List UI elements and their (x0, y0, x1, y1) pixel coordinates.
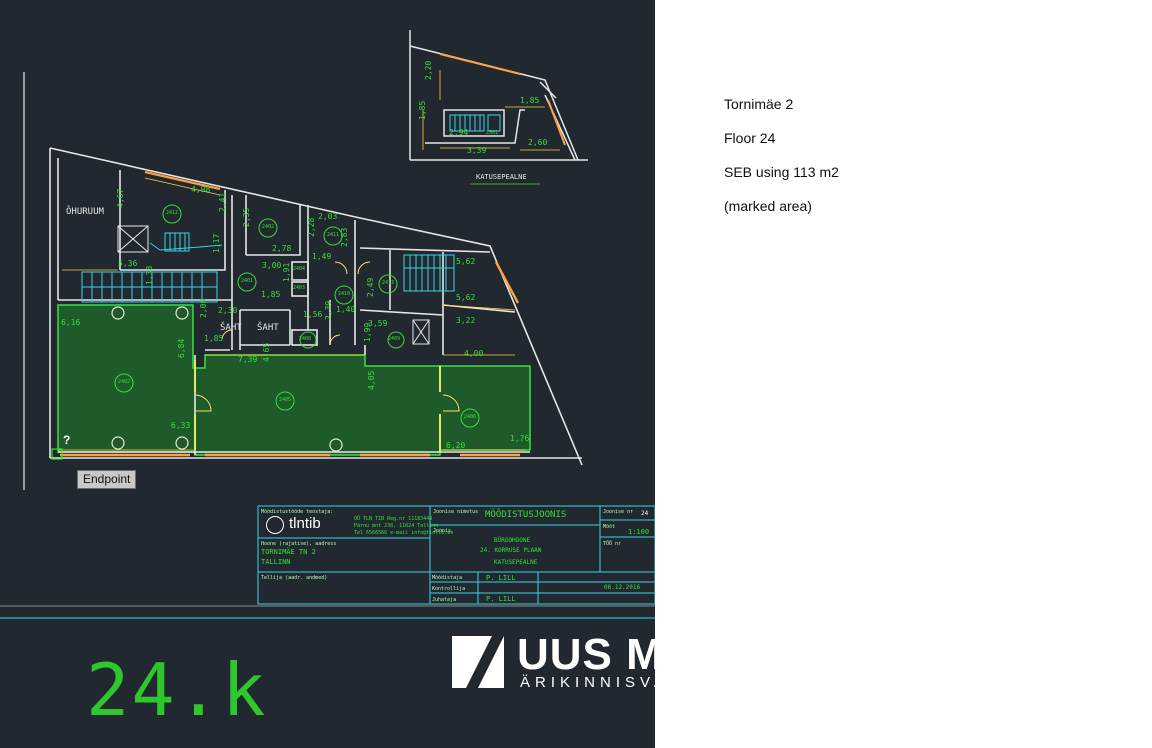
dimension-label: 2,60 (528, 138, 548, 147)
dimension-label: 1,76 (510, 434, 530, 443)
company-logo-icon (266, 516, 284, 534)
dimension-label: 3,59 (368, 319, 388, 328)
room-label: KATUSEPEALNE (476, 173, 527, 181)
dimension-label: 1,49 (312, 252, 332, 261)
company-name: tlntib (289, 515, 321, 532)
date-value: 06.12.2016 (604, 584, 641, 591)
room-number: 2501 (486, 130, 499, 136)
scale-value: 1:100 (628, 528, 650, 536)
dimension-label: 4,00 (464, 349, 484, 358)
roof-dimension-lines (422, 70, 560, 185)
dimension-label: 6,16 (61, 318, 81, 327)
info-panel: Tornimäe 2 Floor 24 SEB using 113 m2 (ma… (724, 94, 839, 230)
dimension-label: 5,36 (118, 259, 138, 268)
dimension-label: 2,03 (318, 212, 338, 221)
dimension-label: 3,00 (262, 261, 282, 270)
dimension-lines (58, 177, 525, 451)
project-label: Joonise nimetus (433, 509, 479, 515)
content-label: Joonis (433, 528, 452, 534)
room-number-markers (114, 204, 480, 428)
windows (60, 170, 520, 457)
dimension-label: 4,98 (191, 185, 211, 194)
dimension-label: 1,56 (303, 310, 323, 319)
columns (111, 306, 343, 452)
title-block (0, 505, 655, 619)
room-number: 2401 (241, 278, 254, 284)
client-label: Tellija (aadr. andmed) (261, 575, 328, 581)
content-line-1: BÜROOHOONE (494, 537, 531, 544)
checked-label: Kontrollija (432, 586, 466, 592)
info-address: Tornimäe 2 (724, 96, 794, 112)
room-number: 2405 (279, 397, 292, 403)
room-number: 2411 (327, 232, 340, 238)
room-label: ŠAHT (257, 323, 279, 333)
dimension-label: 1,40 (336, 305, 356, 314)
info-floor: Floor 24 (724, 130, 776, 146)
stairs (81, 232, 455, 303)
brand-logo-mark (452, 636, 504, 688)
shaft-marks (117, 225, 430, 345)
dimension-label: 5,62 (456, 293, 476, 302)
company-info-1: OÜ TLN TIB Reg.nr 11183449 (354, 516, 433, 522)
object-line-1: TORNIMÄE TN 2 (261, 548, 316, 556)
dimension-label: 2,78 (272, 244, 292, 253)
floor-label: 24.k (86, 648, 268, 732)
doors (194, 261, 460, 412)
room-label: ŠAHT (220, 323, 242, 333)
room-label: ÕHURUUM (66, 207, 104, 217)
approver-name: P. LILL (486, 595, 516, 603)
dimension-label: 5,62 (456, 257, 476, 266)
dimension-label: 1,85 (261, 290, 281, 299)
cad-drawing-viewport: ÕHURUUM ŠAHT ŠAHT KATUSEPEALNE 2412 2402 2411 2… (0, 0, 655, 748)
author-label: Mõõdistustööde teostaja: (261, 509, 334, 515)
drawing-title: MÕÕDISTUSJOONIS (485, 510, 567, 520)
dimension-label: 6,20 (446, 441, 466, 450)
brand-subtitle: ÄRIKINNISVARA (520, 674, 655, 691)
object-label: Hoone (rajatise), aadress (261, 541, 337, 547)
dimension-label: 2,94 (449, 128, 469, 137)
dimension-label: 1,85 (520, 96, 540, 105)
content-line-3: KATUSEPEALNE (494, 559, 538, 566)
room-number: 2403 (293, 285, 306, 291)
dimension-label: 7,39 (238, 355, 258, 364)
rev-label: TÖÖ nr (603, 541, 622, 547)
room-number: 2413 (382, 280, 395, 286)
room-number: 2408 (299, 336, 312, 342)
room-number: 2412 (166, 210, 179, 216)
building-walls (23, 72, 583, 490)
company-info-3: Tel 6566566 e-mail info@tlntib.ee (354, 530, 454, 536)
title-block-text: Mõõdistustööde teostaja: tlntib OÜ TLN T… (261, 509, 650, 603)
scale-label: Mõõt (603, 524, 616, 530)
dimension-label: 3,22 (456, 316, 476, 325)
room-number: 2410 (338, 291, 351, 297)
dimension-label: 2,30 (218, 306, 238, 315)
company-info-2: Pärnu mnt 238, 11624 Tallinn (354, 523, 439, 529)
sheet-number: 24 (641, 510, 649, 517)
roof-stairs (449, 114, 501, 132)
sheet-label: Joonise nr (603, 509, 634, 515)
room-number: 2406 (464, 414, 477, 420)
dimension-label: 3,39 (467, 146, 487, 155)
info-usage: SEB using 113 m2 (724, 164, 839, 180)
surveyor-name: P. LILL (486, 574, 516, 582)
roof-windows (439, 53, 566, 146)
endpoint-tooltip: Endpoint (77, 470, 137, 489)
room-number: 2402 (262, 224, 275, 230)
content-line-2: 24. KORRUSE PLAAN (480, 547, 542, 554)
object-line-2: TALLINN (261, 558, 291, 566)
brand-name: UUS MAA (517, 630, 655, 679)
file-label: Mõõdistaja (432, 575, 463, 581)
info-note: (marked area) (724, 198, 812, 214)
endpoint-snap-marker (51, 448, 63, 460)
dimension-label: 1,85 (204, 334, 224, 343)
dimension-label: 6,33 (171, 421, 191, 430)
door-frames (194, 360, 441, 452)
approved-label: Juhataja (432, 597, 457, 603)
room-number: 2409 (388, 336, 401, 342)
room-number: 2404 (293, 266, 306, 272)
cursor-question-mark: ? (63, 433, 71, 447)
room-number: 2402 (118, 379, 131, 385)
